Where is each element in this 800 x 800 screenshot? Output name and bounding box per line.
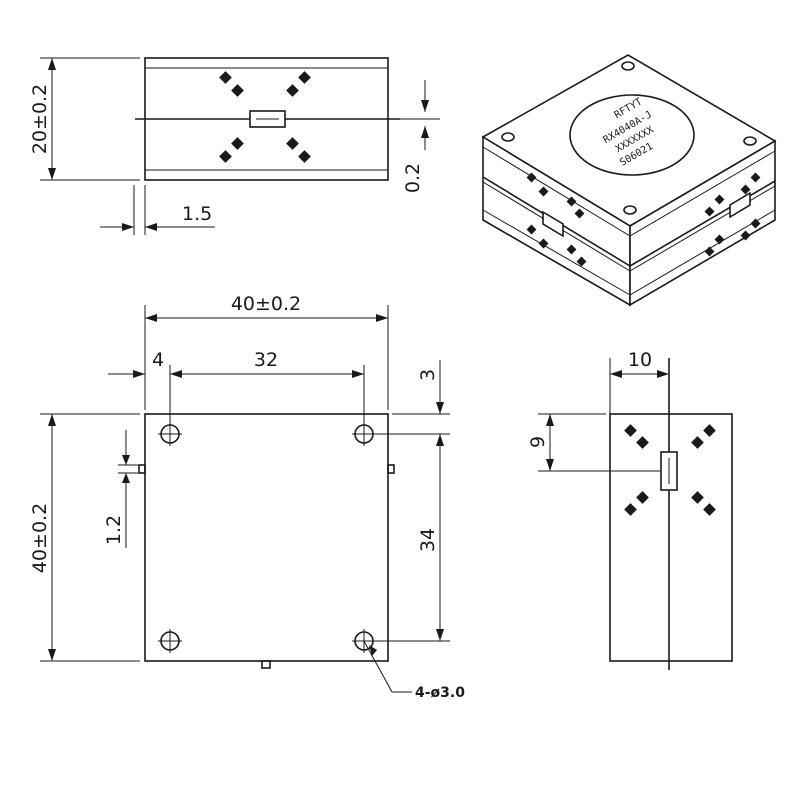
- top-view-screw-dots: [219, 71, 311, 163]
- top-view: 20±0.2 0.2 1.5: [29, 57, 440, 235]
- dim-height-overall: 40±0.2: [29, 503, 51, 573]
- iso-left-connector: [542, 210, 564, 238]
- dim-side-offset: 9: [527, 436, 549, 448]
- plan-view-tab-right: [387, 464, 395, 474]
- dim-top-height: 20±0.2: [29, 84, 51, 154]
- dim-hole-spacing-x: 32: [254, 349, 278, 371]
- dim-side-width: 10: [628, 349, 652, 371]
- dim-top-gap: 0.2: [402, 163, 424, 193]
- hole-callout: 4-ø3.0: [415, 685, 465, 701]
- dim-hole-spacing-y: 34: [417, 528, 439, 552]
- side-view-outline: [609, 413, 733, 662]
- dim-offset-left: 4: [152, 349, 164, 371]
- dim-top-offset: 1.5: [182, 203, 212, 225]
- plan-view-outline: [144, 413, 389, 662]
- plan-view: 40±0.2 4 32 3 34 40±0.2: [29, 293, 465, 701]
- iso-right-screws: [704, 172, 761, 257]
- dim-pin-offset: 1.2: [103, 515, 125, 545]
- dim-offset-top: 3: [417, 369, 439, 381]
- side-view: 10 9: [527, 349, 733, 670]
- iso-corner-holes: [501, 61, 757, 215]
- iso-left-screws: [526, 172, 587, 267]
- dim-width-overall: 40±0.2: [231, 293, 301, 315]
- iso-right-connector: [729, 191, 751, 219]
- plan-view-tab-bottom: [261, 660, 271, 669]
- plan-view-tab-left: [138, 464, 146, 474]
- iso-label-circle: [569, 94, 695, 176]
- isometric-view: RFTYT RX4040A-J XXXXXXX S06021: [481, 54, 777, 307]
